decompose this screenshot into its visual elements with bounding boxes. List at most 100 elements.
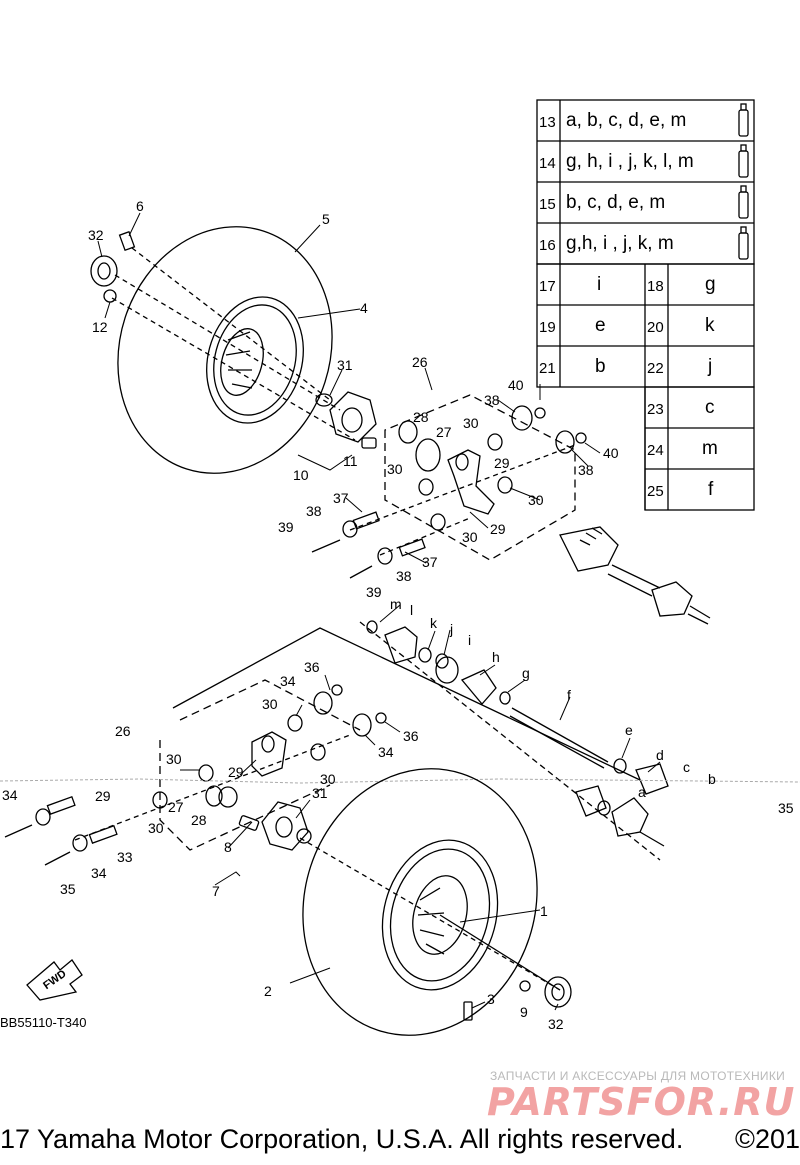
callout: 38 (484, 392, 500, 408)
callout: 29 (228, 764, 244, 780)
callout: 8 (224, 839, 232, 855)
callout: 36 (403, 728, 419, 744)
callout: 1 (540, 903, 548, 919)
callout: 35 (60, 881, 76, 897)
callout: 28 (413, 409, 429, 425)
kit-24-num: 24 (647, 442, 664, 459)
kit-row-15-parts: b, c, d, e, m (566, 192, 665, 213)
callout: 30 (262, 696, 278, 712)
grease-tube-icon (738, 103, 749, 137)
grease-tube-icon (738, 185, 749, 219)
callout: 30 (148, 820, 164, 836)
kit-row-13-num: 13 (539, 114, 556, 131)
kit-19-part: e (595, 315, 606, 336)
callout: 31 (312, 785, 328, 801)
callout: 34 (91, 865, 107, 881)
callout: 30 (528, 492, 544, 508)
kit-18-part: g (705, 274, 716, 295)
kit-reference-table (536, 99, 755, 511)
copyright-year: ©201 (735, 1124, 800, 1154)
kit-21-part: b (595, 356, 606, 377)
copyright-text: 17 Yamaha Motor Corporation, U.S.A. All … (0, 1124, 684, 1154)
upper-wheel-hub (315, 391, 377, 449)
kit-23-num: 23 (647, 401, 664, 418)
kit-row-16-parts: g,h, i , j, k, m (566, 233, 674, 254)
part-letter: m (390, 596, 402, 612)
callout: 32 (548, 1016, 564, 1032)
part-letter: i (468, 632, 471, 648)
callout: 36 (304, 659, 320, 675)
callout: 34 (2, 787, 18, 803)
callout: 30 (320, 771, 336, 787)
upper-drive-shaft (559, 526, 711, 625)
callout: 34 (280, 673, 296, 689)
callout: 26 (412, 354, 428, 370)
kit-20-part: k (705, 315, 715, 336)
callout: 9 (520, 1004, 528, 1020)
callout: 37 (422, 554, 438, 570)
kit-17-part: i (597, 274, 601, 295)
callout: 30 (462, 529, 478, 545)
kit-row-13-parts: a, b, c, d, e, m (566, 110, 686, 131)
callout: 26 (115, 723, 131, 739)
callout: 12 (92, 319, 108, 335)
part-letter: e (625, 722, 633, 738)
watermark-brand: PARTSFOR.RU (487, 1080, 796, 1124)
part-letter: h (492, 649, 500, 665)
part-letter: l (410, 602, 413, 618)
kit-21-num: 21 (539, 360, 556, 377)
lower-knuckle (251, 731, 287, 777)
callout: 31 (337, 357, 353, 373)
callout: 2 (264, 983, 272, 999)
kit-23-part: c (705, 397, 715, 418)
kit-20-num: 20 (647, 319, 664, 336)
callout: 38 (578, 462, 594, 478)
lower-hub-cap (463, 976, 572, 1021)
callout: 32 (88, 227, 104, 243)
kit-row-16-num: 16 (539, 237, 556, 254)
callout: 40 (508, 377, 524, 393)
callout: 30 (463, 415, 479, 431)
callout: 38 (306, 503, 322, 519)
grease-tube-icon (738, 144, 749, 178)
forward-label: FWD (41, 968, 68, 992)
callout: 39 (278, 519, 294, 535)
part-letter: a (638, 784, 646, 800)
callout: 27 (168, 799, 184, 815)
part-letter: k (430, 615, 438, 631)
kit-17-num: 17 (539, 278, 556, 295)
callout: 28 (191, 812, 207, 828)
callout: 37 (333, 490, 349, 506)
callout: 40 (603, 445, 619, 461)
kit-22-part: j (707, 356, 712, 377)
callout: 7 (212, 883, 220, 899)
part-letter: b (708, 771, 716, 787)
callout: 5 (322, 211, 330, 227)
callout: 35 (778, 800, 794, 816)
kit-row-15-num: 15 (539, 196, 556, 213)
callout: 34 (378, 744, 394, 760)
callout: 27 (436, 424, 452, 440)
callout: 6 (136, 198, 144, 214)
kit-22-num: 22 (647, 360, 664, 377)
kit-row-14-parts: g, h, i , j, k, l, m (566, 151, 694, 172)
part-letter: j (449, 621, 453, 637)
watermark-subtitle: ЗАПЧАСТИ И АКСЕССУАРЫ ДЛЯ МОТОТЕХНИКИ (490, 1069, 786, 1083)
part-letter: c (683, 759, 690, 775)
callout: 11 (343, 453, 358, 469)
diagram-code: BB55110-T340 (0, 1015, 87, 1030)
grease-tube-icon (738, 226, 749, 260)
callout: 4 (360, 300, 368, 316)
callout: 29 (95, 788, 111, 804)
callout: 29 (494, 455, 510, 471)
callout: 29 (490, 521, 506, 537)
upper-knuckle (415, 438, 495, 515)
kit-25-num: 25 (647, 483, 664, 500)
kit-25-part: f (708, 479, 714, 500)
part-letter: d (656, 747, 664, 763)
callout: 30 (387, 461, 403, 477)
kit-row-14-num: 14 (539, 155, 556, 172)
callout: 30 (166, 751, 182, 767)
part-letter: f (567, 687, 571, 703)
